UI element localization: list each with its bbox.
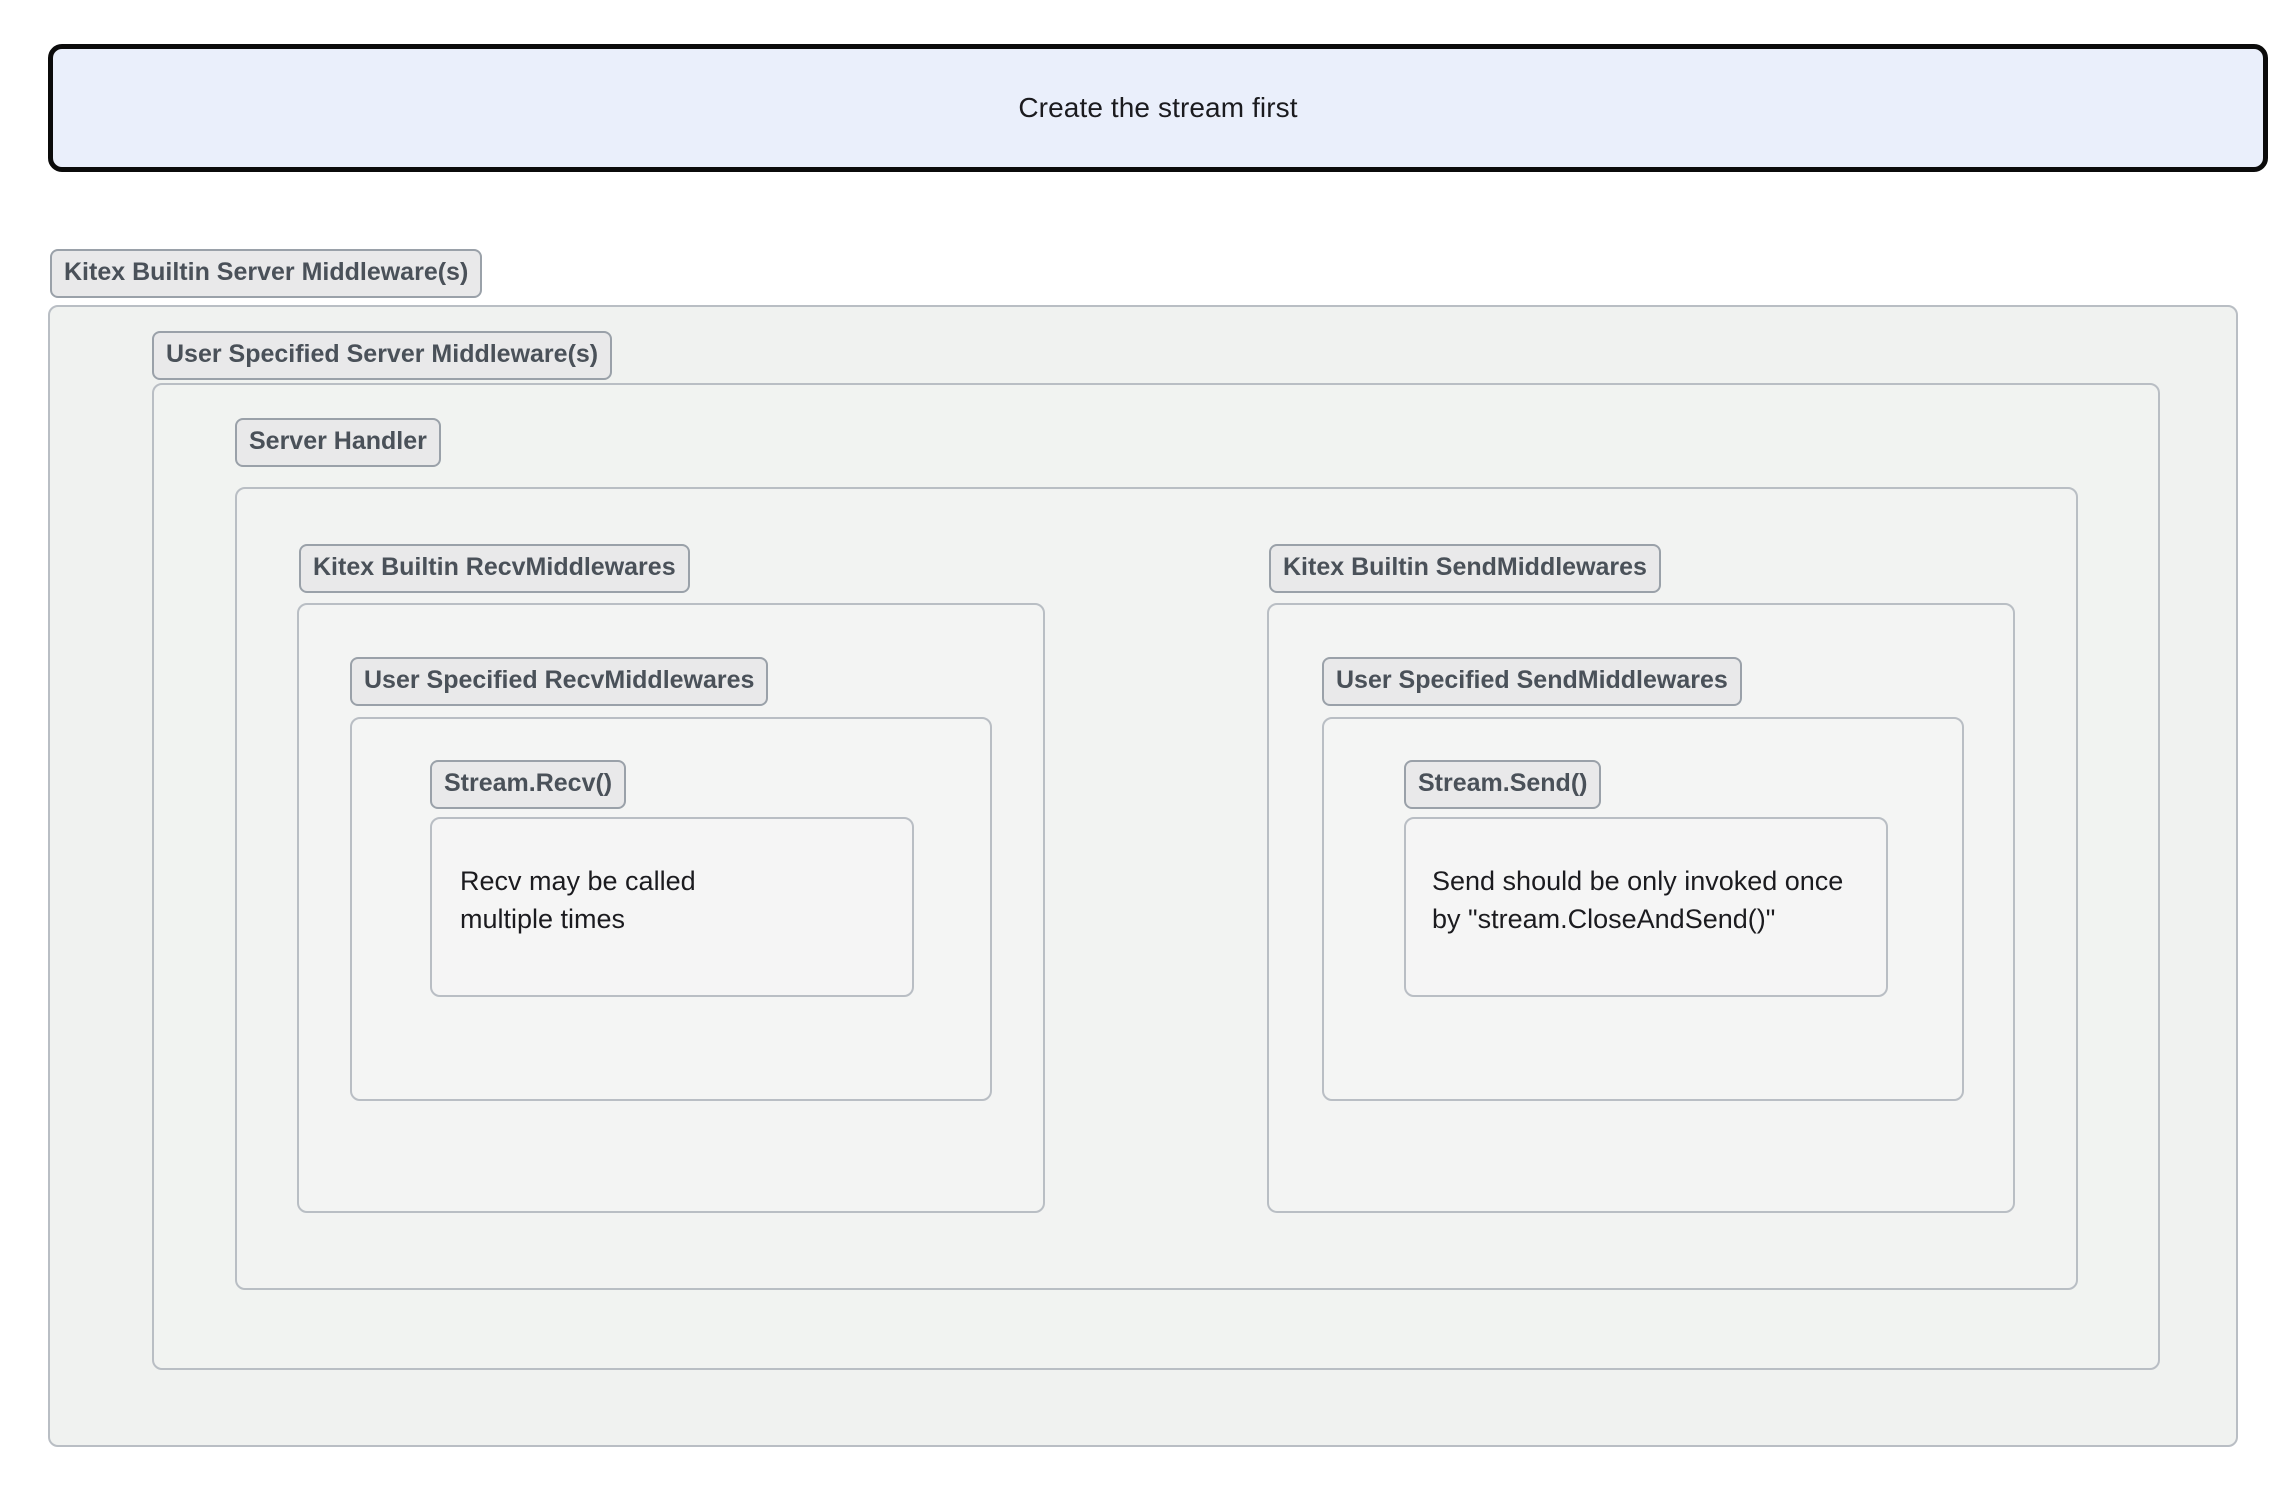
subgraph-label-user-specified-send-middlewares: User Specified SendMiddlewares	[1322, 657, 1742, 706]
node-label-stream-recv: Stream.Recv()	[430, 760, 627, 809]
node-stream-recv	[430, 817, 914, 997]
subgraph-label-user-specified-recv-middlewares: User Specified RecvMiddlewares	[350, 657, 769, 706]
node-label-stream-send: Stream.Send()	[1404, 760, 1602, 809]
create-stream-banner: Create the stream first	[48, 44, 2268, 172]
subgraph-label-server-handler: Server Handler	[235, 418, 441, 467]
note-send-close-and-send: Send should be only invoked once by "str…	[1432, 866, 1844, 935]
subgraph-label-kitex-builtin-server-middleware: Kitex Builtin Server Middleware(s)	[50, 249, 483, 298]
subgraph-label-kitex-builtin-recv-middlewares: Kitex Builtin RecvMiddlewares	[299, 544, 690, 593]
node-stream-send	[1404, 817, 1888, 997]
subgraph-label-kitex-builtin-send-middlewares: Kitex Builtin SendMiddlewares	[1269, 544, 1661, 593]
subgraph-label-user-specified-server-middleware: User Specified Server Middleware(s)	[152, 331, 613, 380]
note-recv-multiple-times: Recv may be called multiple times	[460, 866, 696, 935]
banner-text: Create the stream first	[1018, 92, 1298, 123]
